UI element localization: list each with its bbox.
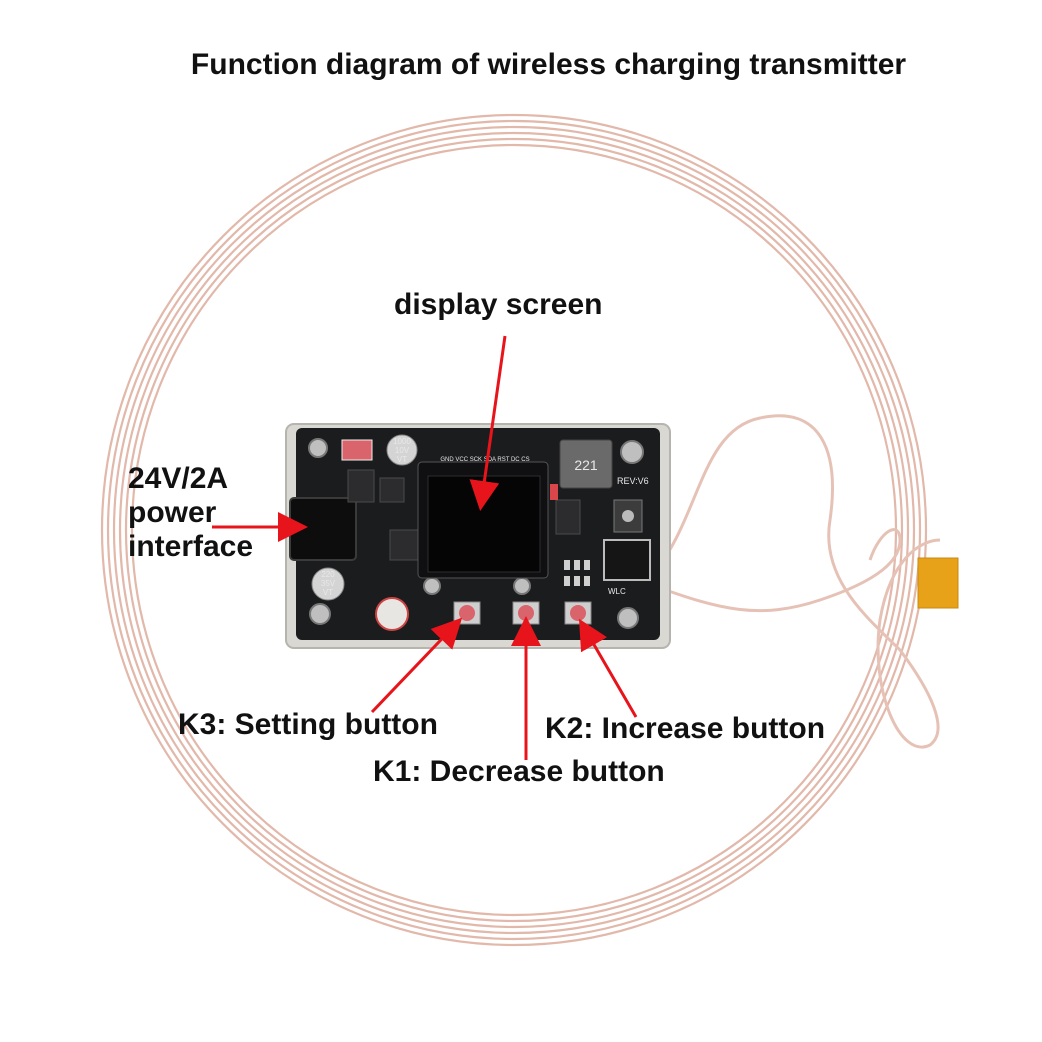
capacitor-bottom: 220 35V VT (311, 567, 345, 601)
cap-bottom-text-2: 35V (321, 579, 336, 588)
label-power-interface: 24V/2A power interface (128, 462, 253, 564)
arrow-k2 (578, 618, 638, 718)
dc-power-jack (289, 497, 357, 561)
button-k3 (453, 601, 481, 625)
page-title: Function diagram of wireless charging tr… (190, 48, 907, 81)
oled-header-text: GND VCC SCK SDA RST DC CS (440, 457, 529, 463)
label-power-line3: interface (128, 530, 254, 563)
charging-coil (100, 113, 928, 947)
arrow-display-screen (469, 335, 507, 511)
coil-tape (917, 557, 959, 609)
label-power-line1: 24V/2A (128, 462, 229, 495)
oled-display (417, 461, 558, 579)
regulator (613, 499, 643, 533)
buzzer (375, 597, 409, 631)
label-power-line2: power (128, 496, 217, 529)
label-k3-setting-button: K3: Setting button (178, 708, 438, 741)
inductor: 221 (559, 439, 613, 489)
cap-top-text-2: 10V (395, 446, 410, 455)
capacitor-top: 1000 10V VT (386, 434, 418, 466)
label-display-screen: display screen (394, 288, 603, 321)
label-k1-decrease-button: K1: Decrease button (373, 755, 665, 788)
cap-top-text-3: VT (397, 455, 407, 464)
inductor-text: 221 (574, 457, 598, 473)
cap-bottom-text-3: VT (323, 588, 333, 597)
ic-chips (347, 469, 581, 561)
revision-text: REV:V6 (617, 476, 649, 486)
regulator-hole (622, 510, 634, 522)
wlc-text: WLC (608, 587, 626, 596)
button-k1 (512, 601, 540, 625)
coil-lead-wires (650, 414, 941, 749)
cap-bottom-text-1: 220 (321, 570, 335, 579)
smd-components (564, 560, 590, 586)
red-switch (341, 439, 373, 461)
label-k2-increase-button: K2: Increase button (545, 712, 826, 745)
cap-top-text-1: 1000 (393, 437, 411, 446)
mounting-holes (308, 438, 644, 629)
arrow-k3 (370, 617, 463, 714)
annotation-arrows (212, 335, 638, 760)
wlc-connector: WLC (603, 539, 651, 596)
button-k2 (564, 601, 592, 625)
